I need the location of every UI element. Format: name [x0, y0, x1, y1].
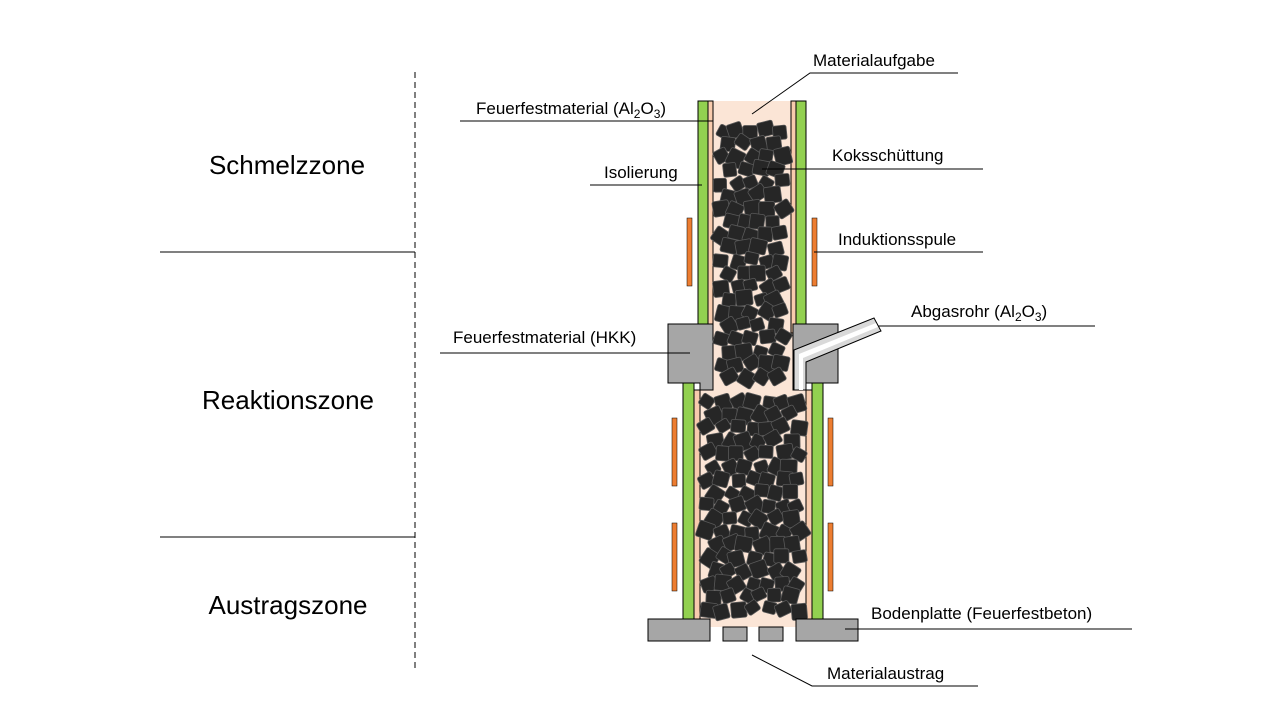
induction-coil-lower2-right	[827, 522, 834, 592]
coke-lump	[722, 162, 738, 178]
label-feuerfestmaterial-hkk: Feuerfestmaterial (HKK)	[453, 328, 636, 347]
zone-label-austragszone: Austragszone	[209, 590, 368, 620]
coke-lump	[721, 292, 738, 308]
coke-lump	[712, 253, 729, 269]
coke-lump	[743, 599, 761, 616]
coke-lump	[748, 212, 766, 231]
coke-lump	[742, 353, 762, 372]
coke-lump	[766, 587, 782, 603]
coke-lump	[712, 602, 731, 622]
zone-label-schmelzzone: Schmelzzone	[209, 150, 365, 180]
coke-lump	[773, 548, 790, 564]
coke-lump	[766, 508, 785, 527]
coke-lump	[728, 495, 747, 514]
coke-lump	[772, 276, 791, 294]
coke-lump	[698, 496, 715, 512]
base-plate-left	[647, 618, 711, 642]
label-bodenplatte: Bodenplatte (Feuerfestbeton)	[871, 604, 1092, 623]
refractory-block-hkk-left	[667, 323, 714, 391]
coke-lump	[695, 519, 716, 541]
label-feuerfestmaterial-al2o3: Feuerfestmaterial (Al2O3)	[476, 99, 666, 121]
coke-lump	[728, 445, 744, 462]
insulation-lower-right	[811, 382, 824, 628]
coke-lump	[748, 559, 770, 580]
induction-coil-lower1-left	[671, 417, 678, 487]
coke-lump	[743, 250, 760, 266]
coke-lump	[757, 301, 778, 322]
induction-coil-upper-left	[686, 217, 693, 287]
coke-lump	[733, 132, 753, 151]
lining-upper-right	[790, 100, 797, 334]
coke-lump	[730, 601, 748, 619]
coke-lump	[750, 586, 768, 603]
label-induktionsspule: Induktionsspule	[838, 230, 956, 249]
coke-lump	[722, 511, 738, 525]
coke-lump	[764, 264, 783, 282]
leader-materialaustrag	[751, 654, 978, 687]
coke-lump	[698, 392, 716, 410]
label-materialaustrag: Materialaustrag	[827, 664, 944, 683]
coke-lump	[771, 302, 789, 319]
coke-lump	[749, 316, 766, 333]
coke-lump	[763, 185, 783, 205]
coke-lump	[762, 429, 783, 449]
coke-lump	[715, 417, 732, 434]
coke-lump	[773, 198, 795, 220]
coke-lump	[696, 417, 716, 436]
coke-lump	[766, 366, 787, 387]
coke-lump	[734, 288, 754, 307]
insulation-upper-right	[795, 100, 807, 326]
label-materialaufgabe: Materialaufgabe	[813, 51, 935, 70]
lining-upper-left	[707, 100, 714, 334]
coke-lump	[711, 469, 731, 489]
coke-lump	[772, 145, 794, 167]
coke-lump	[758, 444, 774, 459]
exhaust-pipe-inner	[799, 323, 878, 390]
coke-lump	[774, 327, 793, 346]
base-plate-right	[795, 618, 859, 642]
coke-lump	[780, 404, 798, 422]
label-isolierung: Isolierung	[604, 163, 678, 182]
coke-bed	[695, 119, 812, 622]
coke-lump	[752, 367, 772, 387]
induction-coil-lower2-left	[671, 522, 678, 592]
leader-materialaufgabe	[751, 72, 958, 115]
coke-lump	[719, 587, 737, 605]
coke-lump	[736, 367, 758, 390]
coke-lump	[719, 366, 740, 387]
induction-coil-lower1-right	[827, 417, 834, 487]
coke-lump	[730, 418, 747, 434]
zone-label-reaktionszone: Reaktionszone	[202, 385, 374, 415]
coke-lump	[698, 441, 719, 461]
base-plate-center-left	[722, 626, 748, 642]
coke-lump	[742, 125, 758, 139]
coke-lump	[790, 602, 808, 621]
coke-lump	[774, 173, 791, 188]
coke-lump	[771, 224, 788, 241]
base-plate-center-right	[758, 626, 784, 642]
label-abgasrohr: Abgasrohr (Al2O3)	[911, 302, 1047, 324]
insulation-lower-left	[682, 382, 695, 628]
coke-lump	[773, 600, 793, 618]
coke-lump	[761, 498, 777, 515]
coke-lump	[782, 483, 799, 500]
insulation-upper-left	[697, 100, 709, 326]
coke-lump	[766, 484, 784, 502]
coke-lump	[791, 549, 808, 564]
label-koksschuettung: Koksschüttung	[832, 146, 944, 165]
